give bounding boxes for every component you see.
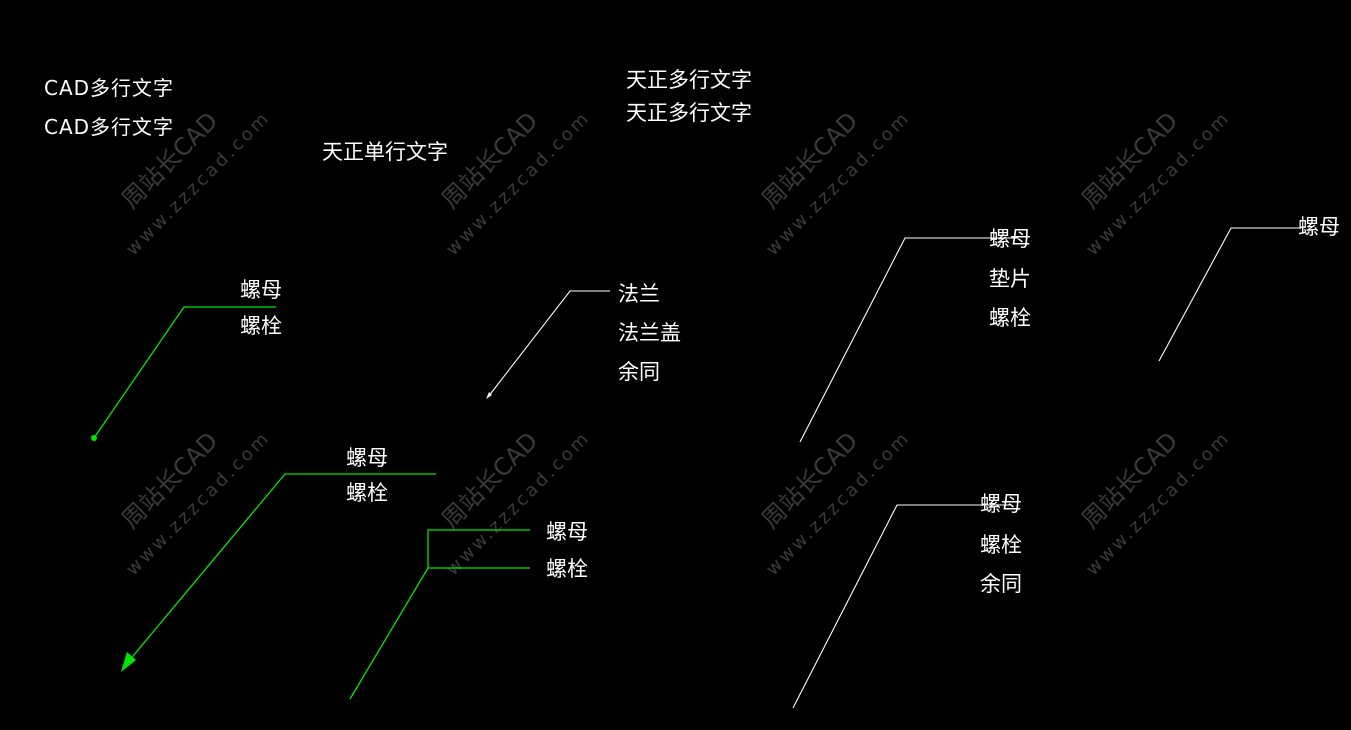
label-nut[interactable]: 螺母 xyxy=(240,278,282,302)
label-flange-cover[interactable]: 法兰盖 xyxy=(618,321,681,345)
label-nut[interactable]: 螺母 xyxy=(346,446,388,470)
cad-mtext-line-2[interactable]: CAD多行文字 xyxy=(44,115,175,139)
white-leader-2[interactable] xyxy=(799,237,1018,443)
tianzheng-single-line-text[interactable]: 天正单行文字 xyxy=(322,140,448,164)
white-leader-3[interactable] xyxy=(1158,227,1300,362)
green-leader-3-branch xyxy=(427,529,530,568)
tianzheng-mtext-line-1[interactable]: 天正多行文字 xyxy=(626,68,752,92)
label-bolt[interactable]: 螺栓 xyxy=(346,481,388,505)
label-bolt[interactable]: 螺栓 xyxy=(240,314,282,338)
label-nut[interactable]: 螺母 xyxy=(989,227,1031,251)
label-others-same[interactable]: 余同 xyxy=(618,360,660,384)
label-nut[interactable]: 螺母 xyxy=(980,492,1022,516)
leader-arrowhead xyxy=(486,392,492,399)
label-bolt[interactable]: 螺栓 xyxy=(546,557,588,581)
green-leader-2[interactable] xyxy=(127,473,436,663)
label-bolt[interactable]: 螺栓 xyxy=(980,533,1022,557)
label-flange[interactable]: 法兰 xyxy=(618,282,660,306)
label-nut[interactable]: 螺母 xyxy=(546,520,588,544)
label-bolt[interactable]: 螺栓 xyxy=(989,306,1031,330)
leader-dot-marker xyxy=(91,435,97,441)
green-leader-3[interactable] xyxy=(349,567,530,700)
label-washer[interactable]: 垫片 xyxy=(989,267,1031,291)
label-others-same[interactable]: 余同 xyxy=(980,572,1022,596)
white-leader-4[interactable] xyxy=(792,504,1010,709)
label-nut[interactable]: 螺母 xyxy=(1298,215,1340,239)
cad-mtext-line-1[interactable]: CAD多行文字 xyxy=(44,76,175,100)
leader-arrowhead xyxy=(121,652,136,672)
green-leader-1[interactable] xyxy=(93,306,276,439)
tianzheng-mtext-line-2[interactable]: 天正多行文字 xyxy=(626,101,752,125)
white-leader-1[interactable] xyxy=(487,290,610,398)
